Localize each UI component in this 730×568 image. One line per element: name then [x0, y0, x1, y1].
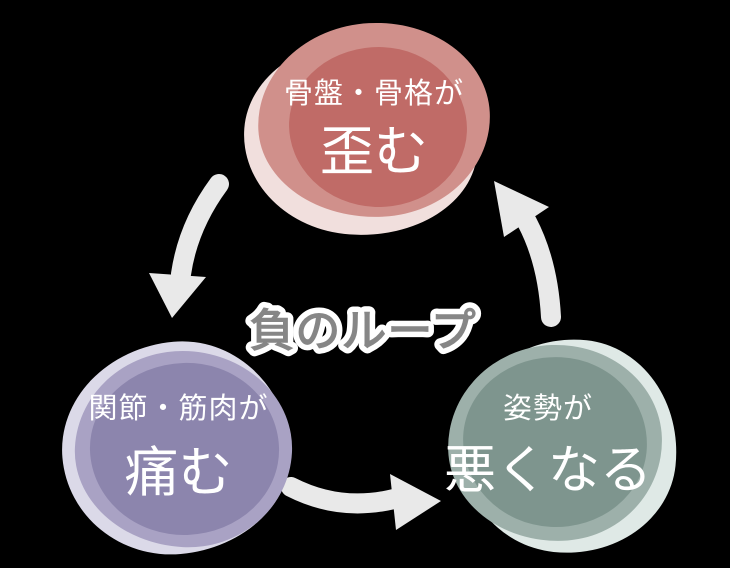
arrow-top-to-bottom-left-icon [149, 174, 229, 318]
node-labels: 関節・筋肉が 痛む [75, 351, 292, 547]
node-joints-muscles-hurt: 関節・筋肉が 痛む [53, 332, 299, 564]
node-title: 悪くなる [444, 442, 653, 500]
arrow-bottom-left-to-bottom-right-icon [281, 474, 441, 530]
node-subtitle: 姿勢が [502, 392, 593, 425]
center-label-text: 負のループ [249, 305, 476, 356]
node-skeleton-distorts: 骨盤・骨格が 歪む [237, 17, 495, 243]
node-labels: 骨盤・骨格が 歪む [258, 23, 490, 217]
node-labels: 姿勢が 悪くなる [444, 345, 662, 541]
node-subtitle: 骨盤・骨格が [283, 77, 464, 110]
node-title: 痛む [124, 442, 233, 503]
node-posture-worsens: 姿勢が 悪くなる [444, 328, 688, 564]
center-label: 負のループ [244, 300, 481, 362]
node-title: 歪む [320, 121, 428, 182]
arrow-bottom-right-to-top-icon [494, 181, 561, 327]
node-subtitle: 関節・筋肉が [88, 392, 269, 425]
